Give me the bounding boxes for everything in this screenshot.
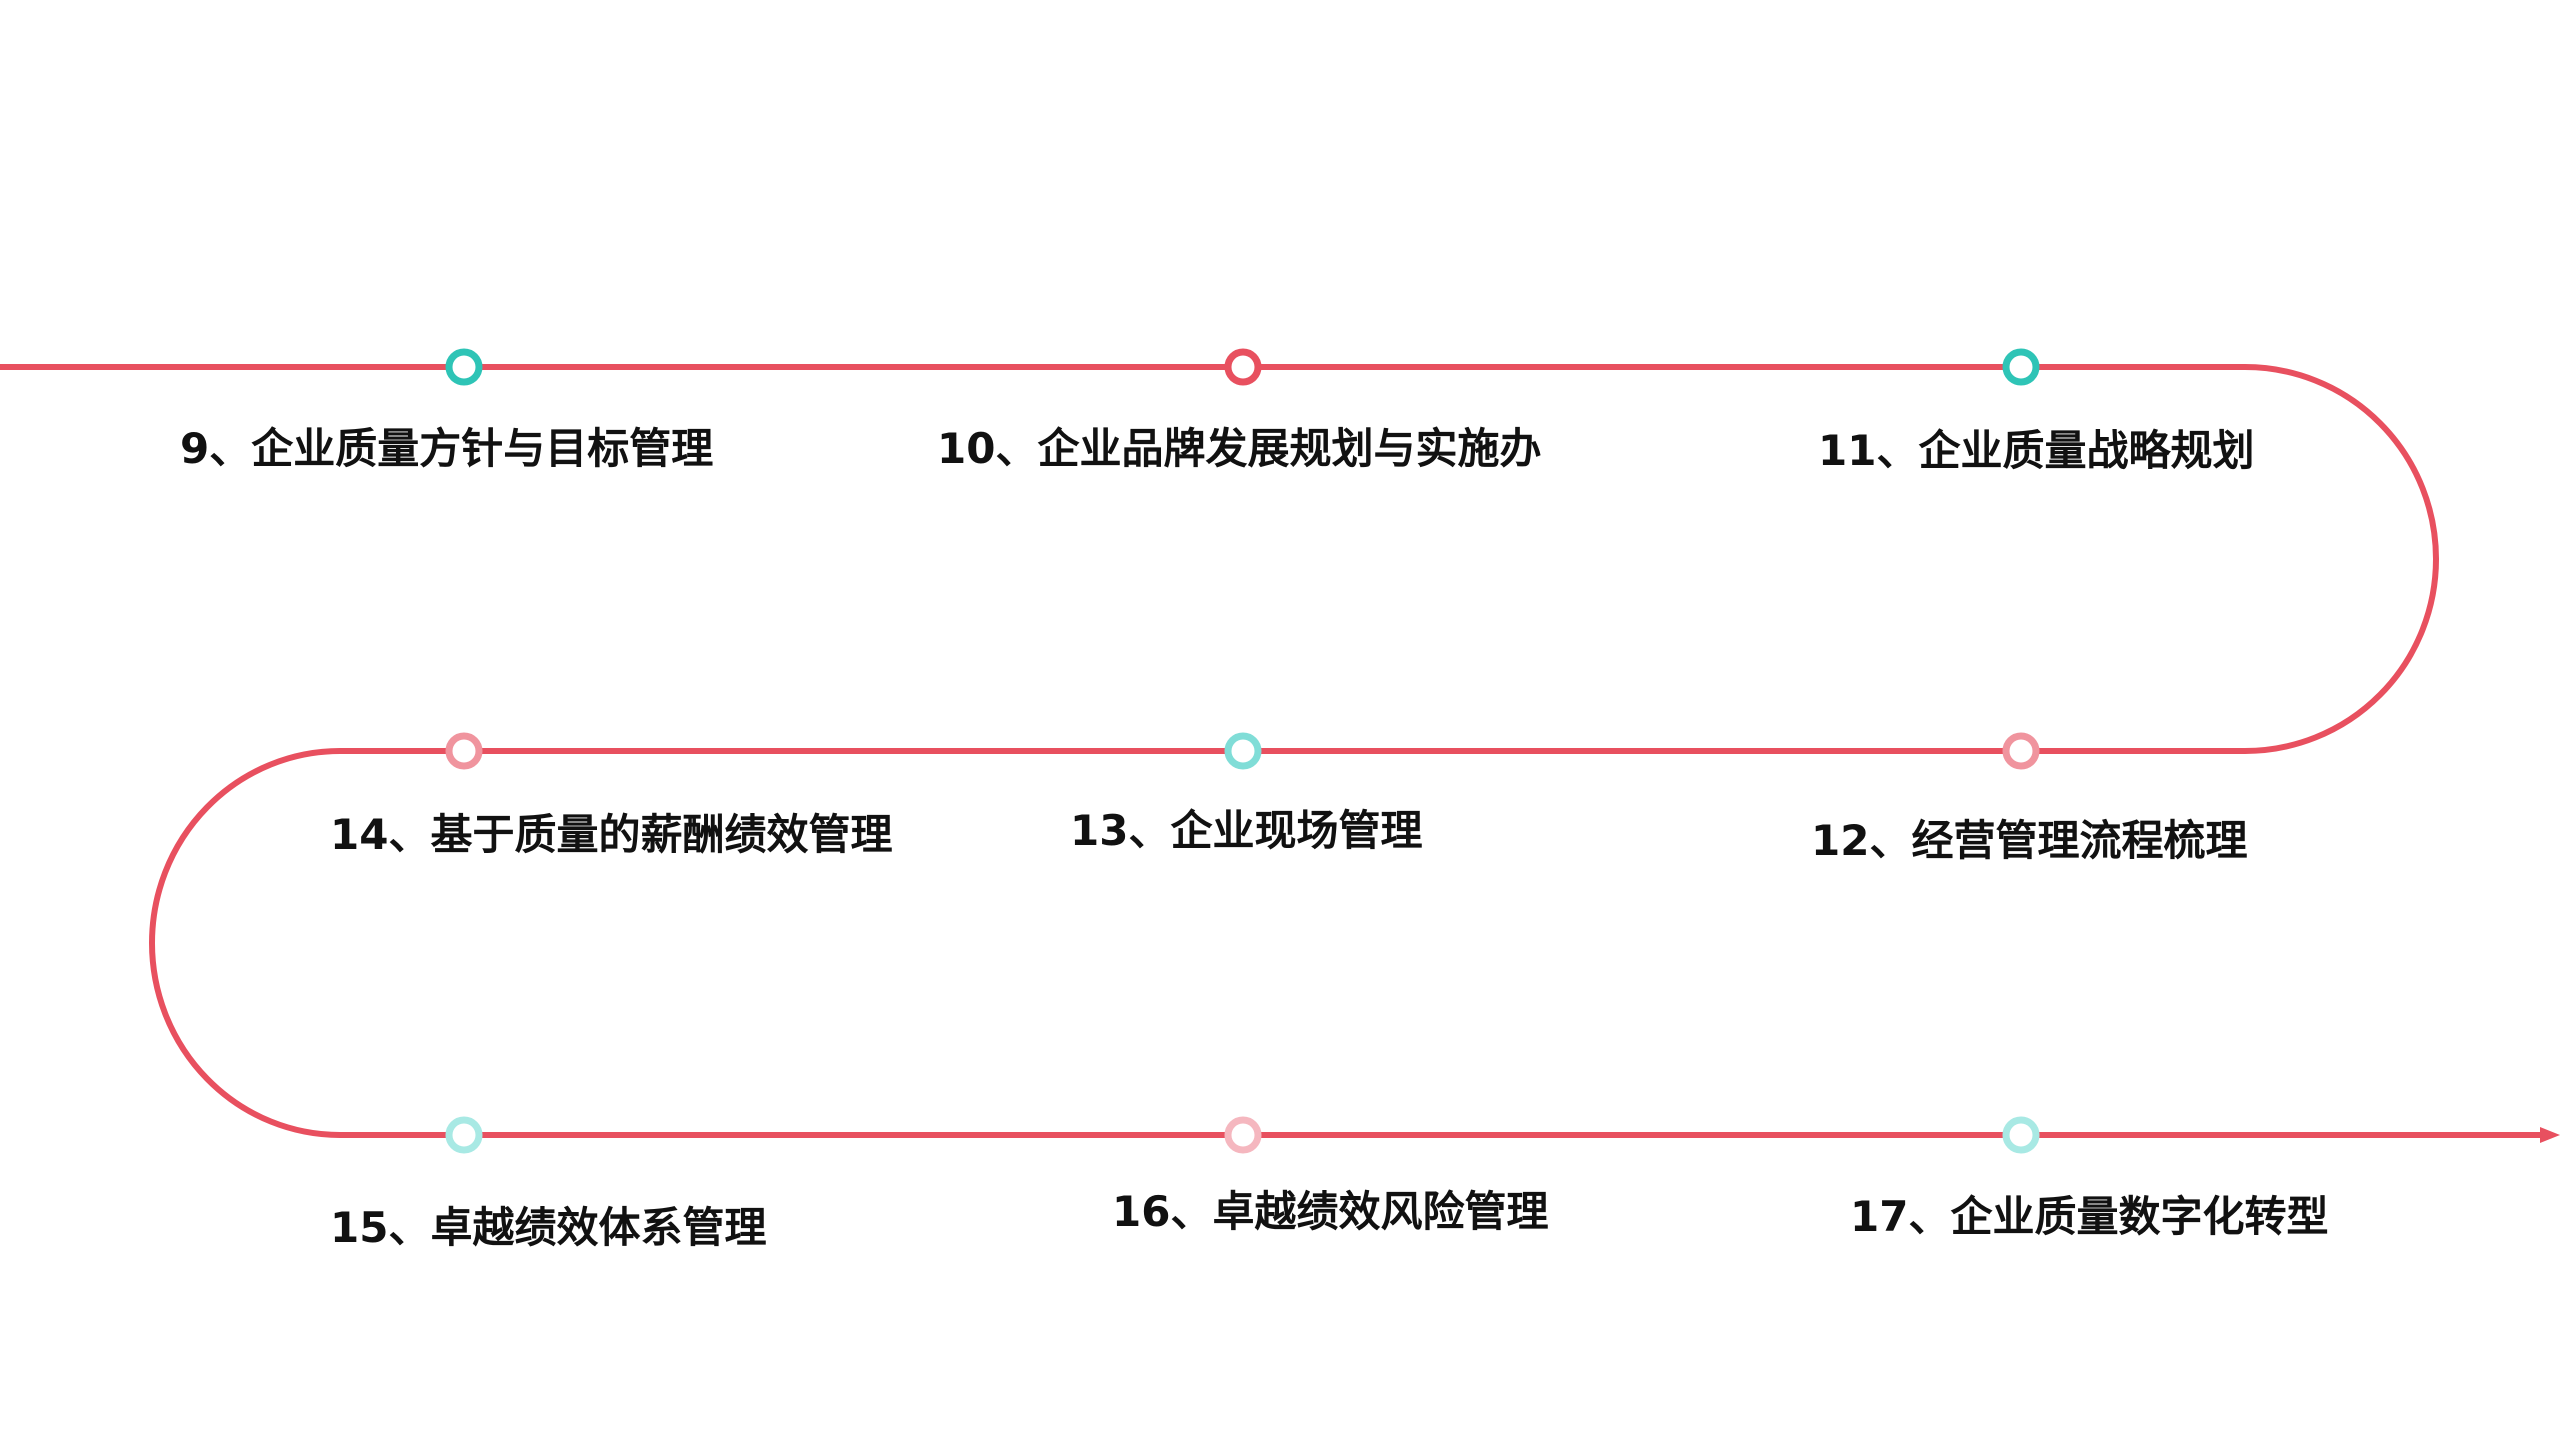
step-label-10: 10、企业品牌发展规划与实施办 (937, 424, 1542, 473)
step-label-13: 13、企业现场管理 (1070, 806, 1423, 855)
step-label-14: 14、基于质量的薪酬绩效管理 (330, 810, 893, 859)
step-marker-17 (2002, 1116, 2040, 1154)
step-marker-12 (2002, 732, 2040, 770)
step-marker-13 (1224, 732, 1262, 770)
step-label-16: 16、卓越绩效风险管理 (1112, 1187, 1549, 1236)
step-marker-9 (445, 348, 483, 386)
step-label-11: 11、企业质量战略规划 (1818, 426, 2255, 475)
step-marker-11 (2002, 348, 2040, 386)
step-marker-14 (445, 732, 483, 770)
step-marker-15 (445, 1116, 483, 1154)
step-marker-10 (1224, 348, 1262, 386)
step-marker-16 (1224, 1116, 1262, 1154)
arrow-head-icon (2540, 1127, 2560, 1143)
step-label-9: 9、企业质量方针与目标管理 (180, 424, 714, 473)
serpentine-line (0, 364, 2540, 1138)
step-label-17: 17、企业质量数字化转型 (1850, 1192, 2329, 1241)
step-label-12: 12、经营管理流程梳理 (1811, 816, 2248, 865)
step-label-15: 15、卓越绩效体系管理 (330, 1203, 767, 1252)
